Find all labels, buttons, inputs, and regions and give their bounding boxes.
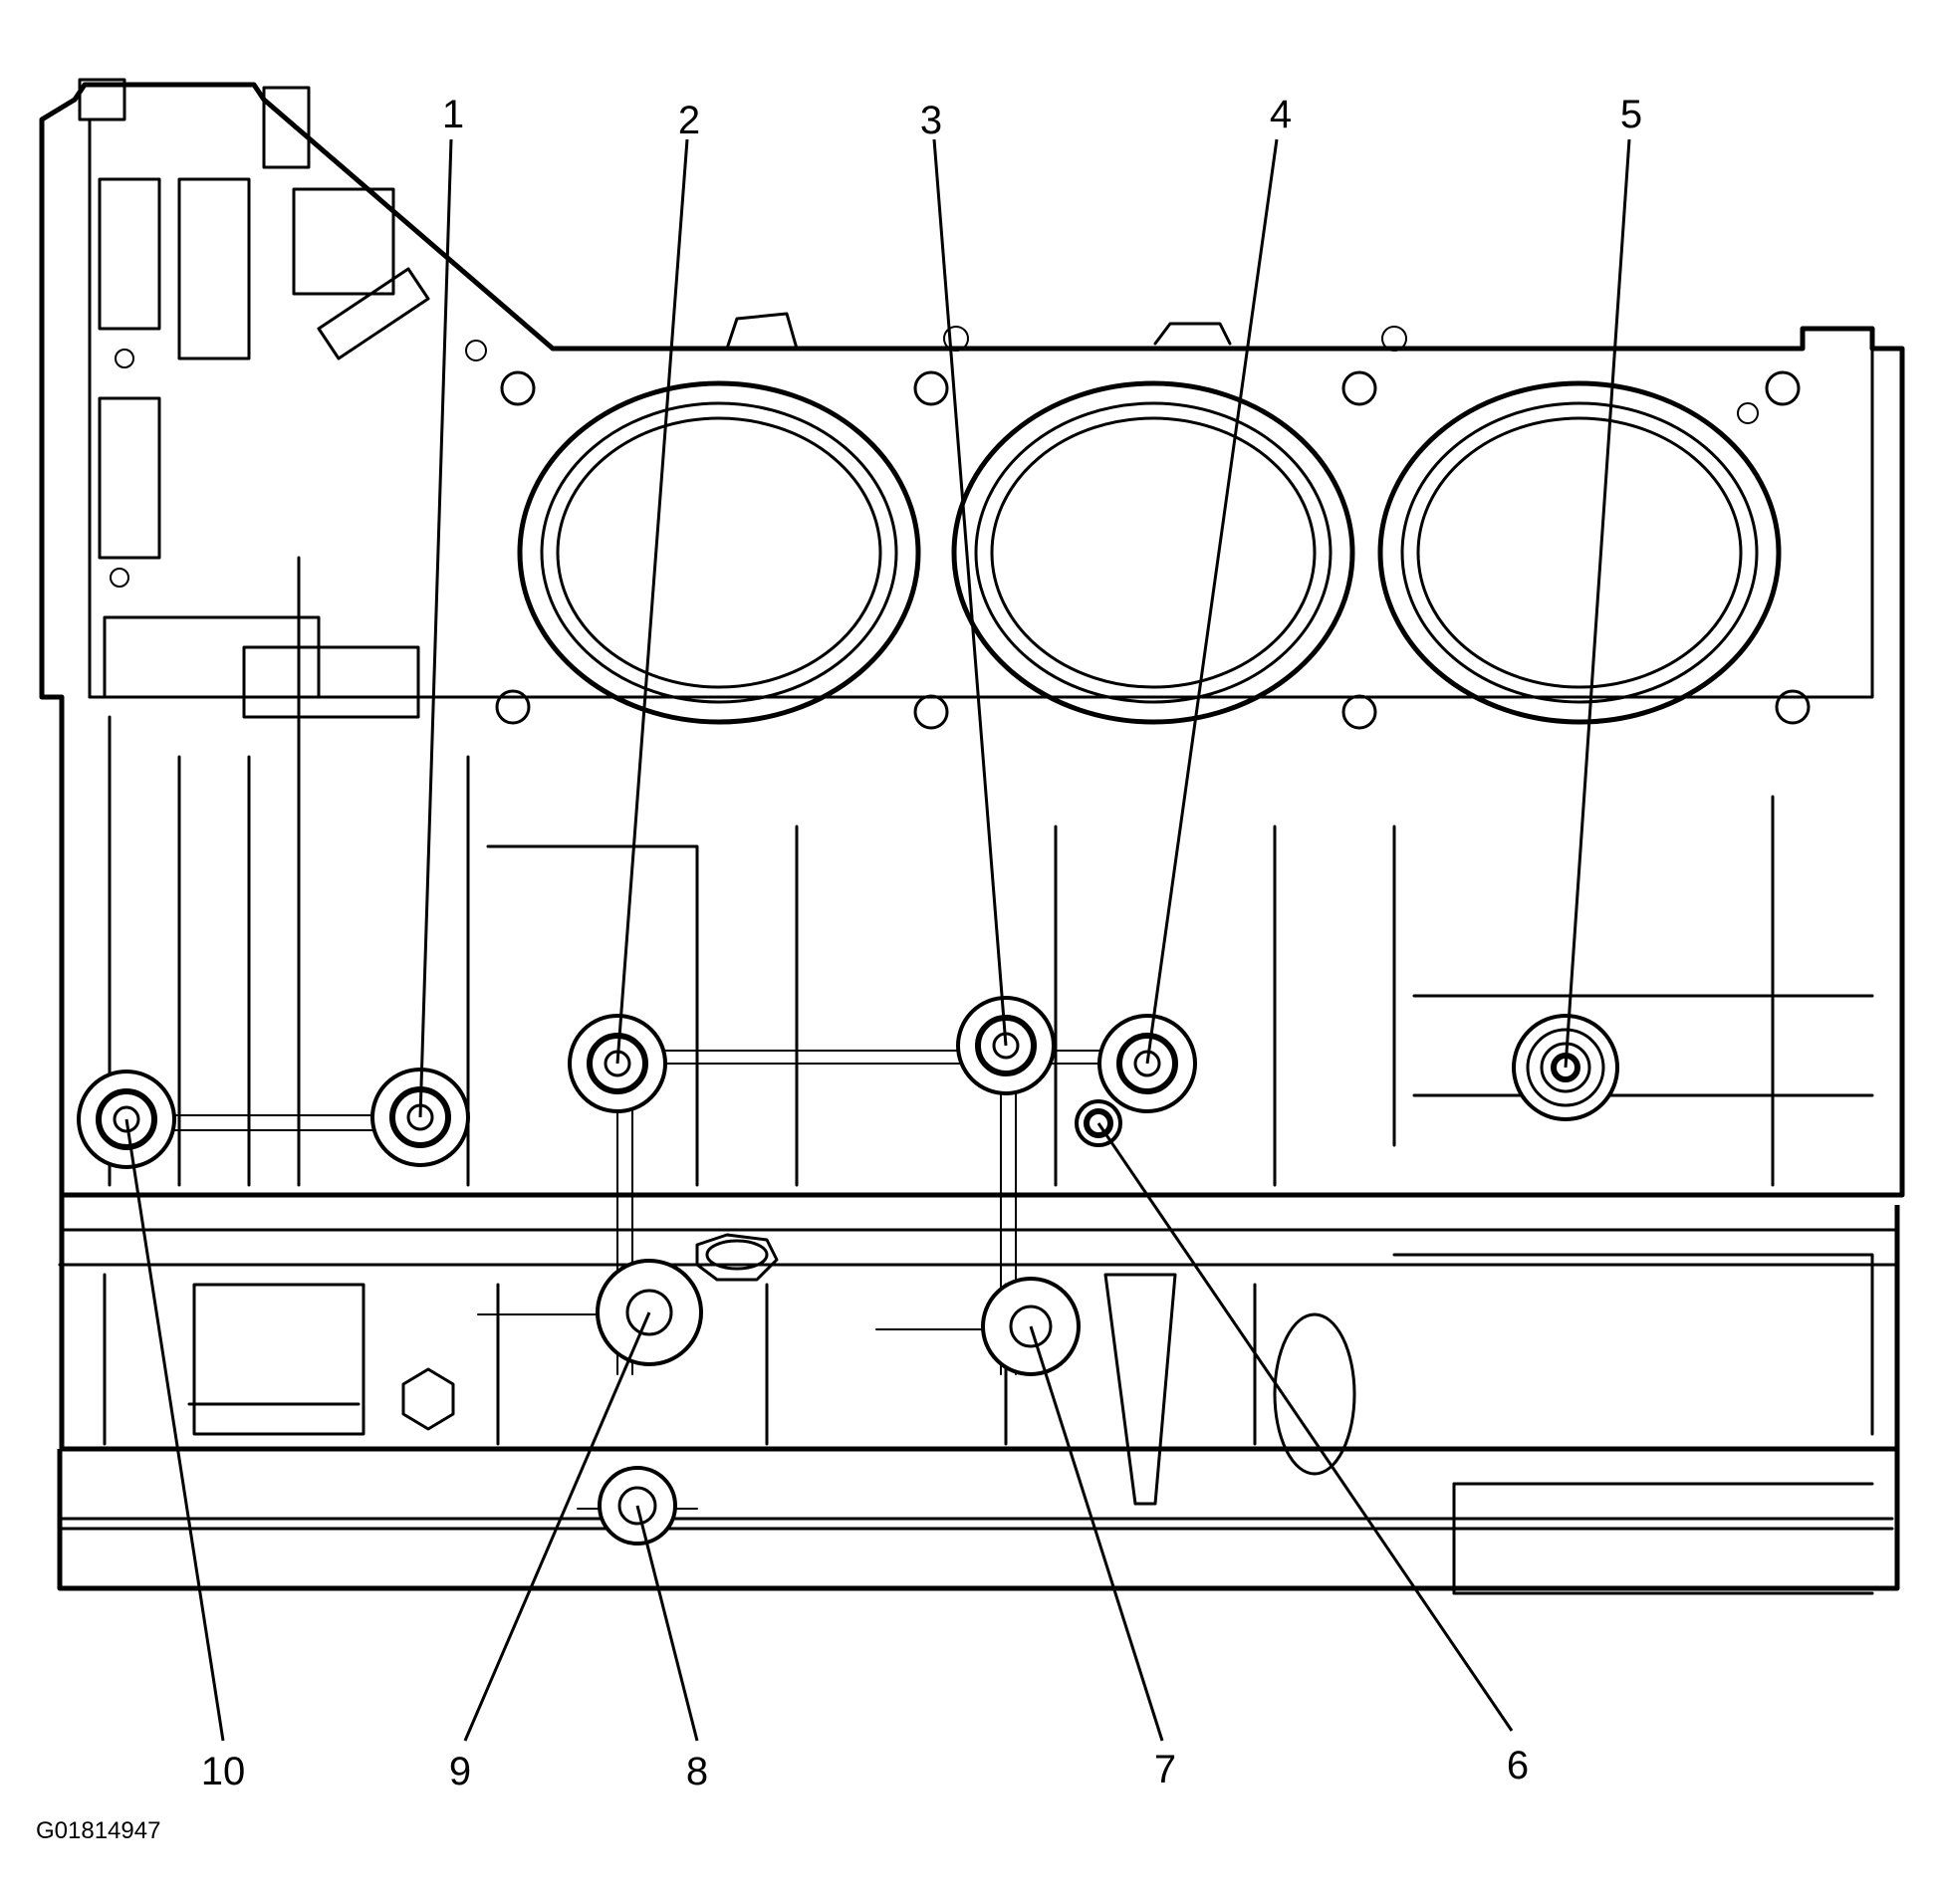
- bolt-bosses: [77, 996, 1619, 1546]
- callout-10: 10: [201, 1750, 246, 1793]
- leader-line-10: [124, 1118, 225, 1742]
- callout-7: 7: [1154, 1748, 1176, 1791]
- leader-line-8: [635, 1505, 699, 1742]
- leader-line-7: [1029, 1325, 1164, 1742]
- callout-2: 2: [678, 99, 700, 142]
- callout-8: 8: [686, 1750, 708, 1793]
- callout-3: 3: [920, 99, 942, 142]
- callout-labels: 1 2 3 4 5 6 7 8 9 10: [201, 93, 1642, 1793]
- leader-lines: [124, 138, 1631, 1742]
- figure-id: G01814947: [36, 1817, 160, 1844]
- callout-4: 4: [1270, 93, 1292, 136]
- callout-6: 6: [1507, 1744, 1529, 1787]
- leader-line-3: [932, 138, 1008, 1047]
- leader-line-1: [418, 138, 453, 1118]
- callout-5: 5: [1620, 93, 1642, 136]
- leader-line-4: [1145, 138, 1279, 1065]
- leader-line-9: [463, 1311, 651, 1742]
- leader-line-5: [1564, 138, 1631, 1069]
- leader-line-2: [615, 138, 689, 1065]
- engine-block-drawing: [39, 78, 1905, 1595]
- callout-1: 1: [442, 93, 464, 136]
- leader-line-6: [1096, 1122, 1514, 1732]
- callout-9: 9: [449, 1750, 471, 1793]
